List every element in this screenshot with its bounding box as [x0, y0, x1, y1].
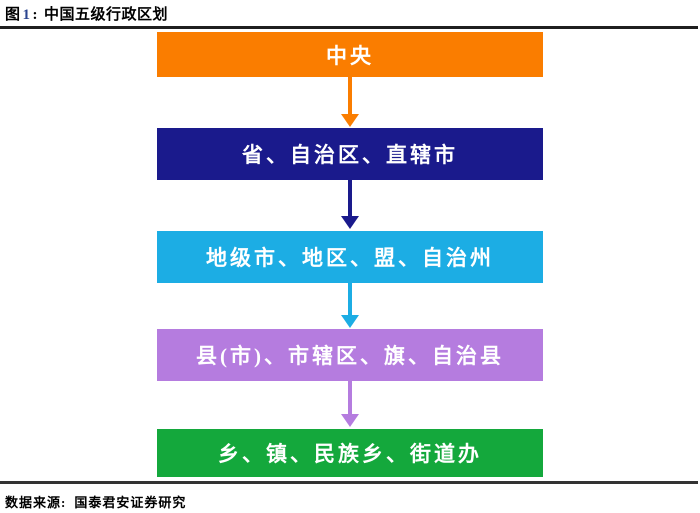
flow-box-prefecture: 地级市、地区、盟、自治州	[157, 231, 543, 283]
figure-number: 1	[22, 7, 31, 23]
bottom-rule-divider	[0, 481, 698, 484]
arrow-head	[341, 114, 359, 127]
flow-box-label: 中央	[326, 43, 374, 68]
flow-box-label: 县(市)、市辖区、旗、自治县	[196, 344, 504, 368]
arrow-head	[341, 414, 359, 427]
data-source-text: 国泰君安证券研究	[74, 495, 187, 510]
flow-box-label: 省、自治区、直辖市	[242, 143, 458, 167]
flow-box-label: 地级市、地区、盟、自治州	[206, 246, 494, 270]
figure-title-separator: :	[32, 7, 39, 23]
arrow-stem	[348, 283, 352, 316]
data-source-label: 数据来源:	[5, 495, 67, 510]
flow-box-central: 中央	[157, 32, 543, 77]
arrow-stem	[348, 381, 352, 415]
flow-box-township: 乡、镇、民族乡、街道办	[157, 429, 543, 477]
down-arrow-icon	[341, 77, 359, 127]
flow-box-province: 省、自治区、直辖市	[157, 128, 543, 180]
flow-box-county: 县(市)、市辖区、旗、自治县	[157, 329, 543, 381]
figure-title-prefix: 图	[5, 7, 21, 23]
arrow-stem	[348, 77, 352, 115]
down-arrow-icon	[341, 381, 359, 428]
arrow-stem	[348, 180, 352, 217]
flow-box-label: 乡、镇、民族乡、街道办	[218, 442, 482, 466]
down-arrow-icon	[341, 180, 359, 230]
down-arrow-icon	[341, 283, 359, 328]
figure-title-text: 中国五级行政区划	[44, 7, 169, 23]
top-rule-divider	[0, 26, 698, 29]
arrow-head	[341, 216, 359, 229]
data-source-note: 数据来源: 国泰君安证券研究	[5, 492, 186, 511]
arrow-head	[341, 315, 359, 328]
